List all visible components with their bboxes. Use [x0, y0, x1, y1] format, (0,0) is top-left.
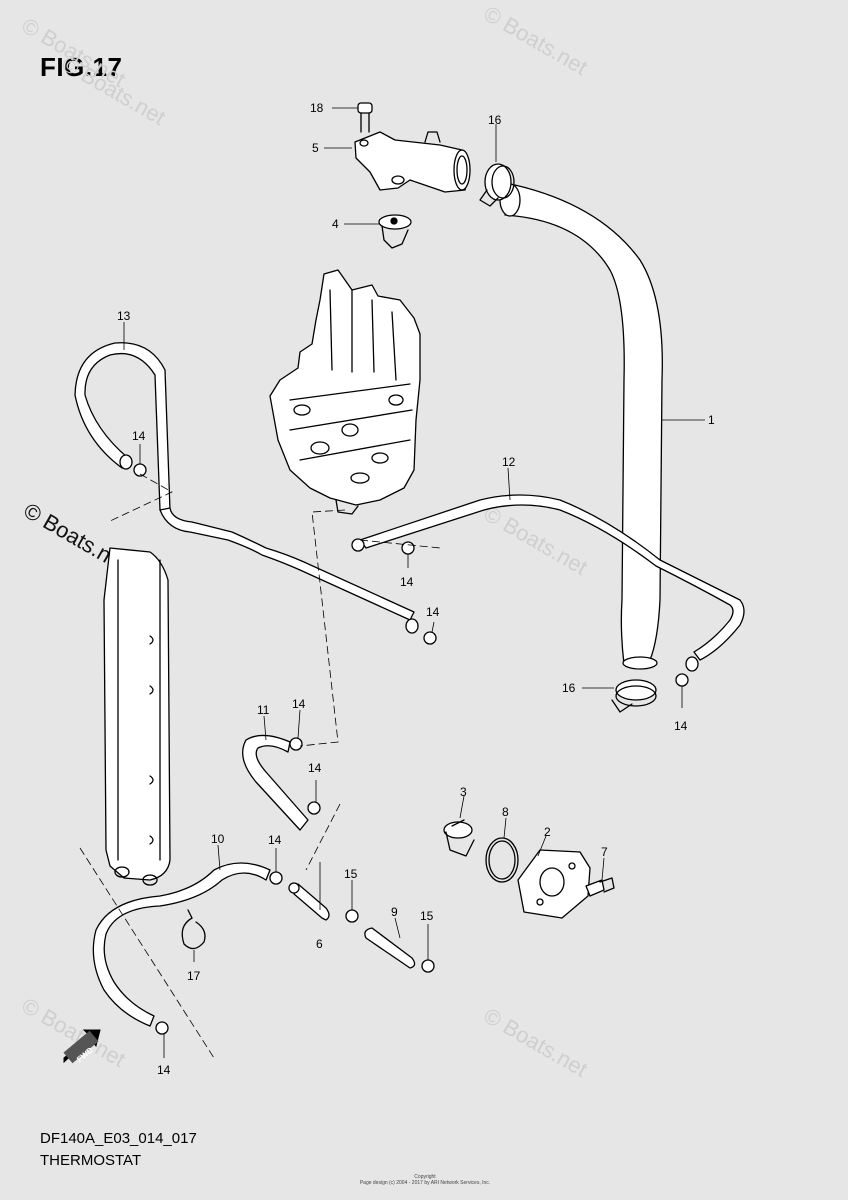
callout-15: 15	[420, 909, 434, 923]
callout-10: 10	[211, 832, 225, 846]
callout-7: 7	[601, 845, 608, 859]
callout-14: 14	[308, 761, 322, 775]
valve-part-3	[443, 819, 475, 857]
watermark-text: © Boats.net	[480, 1, 592, 80]
clamp-part-16-top	[479, 163, 515, 207]
callout-18: 18	[310, 101, 324, 115]
thermostat-part-4	[378, 214, 412, 249]
callout-8: 8	[502, 805, 509, 819]
clamp-part-15	[345, 909, 435, 973]
callout-14: 14	[674, 719, 688, 733]
callout-15: 15	[344, 867, 358, 881]
clamp-part-14	[133, 463, 689, 1035]
callout-17: 17	[187, 969, 201, 983]
figure-code: DF140A_E03_014_017	[40, 1130, 197, 1147]
oil-cooler	[103, 547, 171, 886]
callout-1: 1	[708, 413, 715, 427]
bolt-part-18	[357, 102, 373, 133]
callout-6: 6	[316, 937, 323, 951]
callout-labels: 1 2 3 4 5 6 7 8 9 10 11 12 13 14 14 14 1…	[117, 101, 715, 1077]
pipe-part-6	[288, 882, 330, 921]
callout-16: 16	[562, 681, 576, 695]
callout-13: 13	[117, 309, 131, 323]
hose-part-1	[499, 183, 663, 670]
bolt-part-7	[585, 877, 615, 897]
copyright-line-2: Page design (c) 2004 - 2017 by ARI Netwo…	[359, 1180, 491, 1186]
reference-lines	[79, 473, 441, 1059]
hose-part-12	[159, 494, 745, 672]
callout-14: 14	[268, 833, 282, 847]
callout-4: 4	[332, 217, 339, 231]
figure-caption: THERMOSTAT	[40, 1152, 142, 1169]
callout-16: 16	[488, 113, 502, 127]
leader-lines	[123, 107, 705, 1058]
hose-part-10	[92, 862, 271, 1027]
copyright-notice: Copyright Page design (c) 2004 - 2017 by…	[340, 1174, 510, 1186]
callout-14: 14	[132, 429, 146, 443]
callout-3: 3	[460, 785, 467, 799]
watermark-text: © Boats.net	[480, 1003, 592, 1082]
callout-14: 14	[157, 1063, 171, 1077]
callout-5: 5	[312, 141, 319, 155]
clip-part-17	[181, 909, 206, 950]
copyright-line-1: Copyright	[414, 1174, 436, 1180]
hose-part-9	[364, 927, 416, 969]
clamp-part-16-bottom	[611, 679, 657, 713]
figure-title: FIG.17	[40, 52, 123, 82]
callout-14: 14	[400, 575, 414, 589]
hose-part-13	[74, 342, 171, 511]
callout-14: 14	[426, 605, 440, 619]
callout-2: 2	[544, 825, 551, 839]
callout-14: 14	[292, 697, 306, 711]
engine-block	[269, 269, 421, 515]
cover-part-2	[517, 849, 591, 919]
callout-9: 9	[391, 905, 398, 919]
hose-part-11	[242, 734, 309, 831]
callout-11: 11	[257, 703, 270, 717]
housing-part-5	[354, 131, 471, 193]
o-ring-part-8	[485, 837, 519, 883]
callout-12: 12	[502, 455, 516, 469]
